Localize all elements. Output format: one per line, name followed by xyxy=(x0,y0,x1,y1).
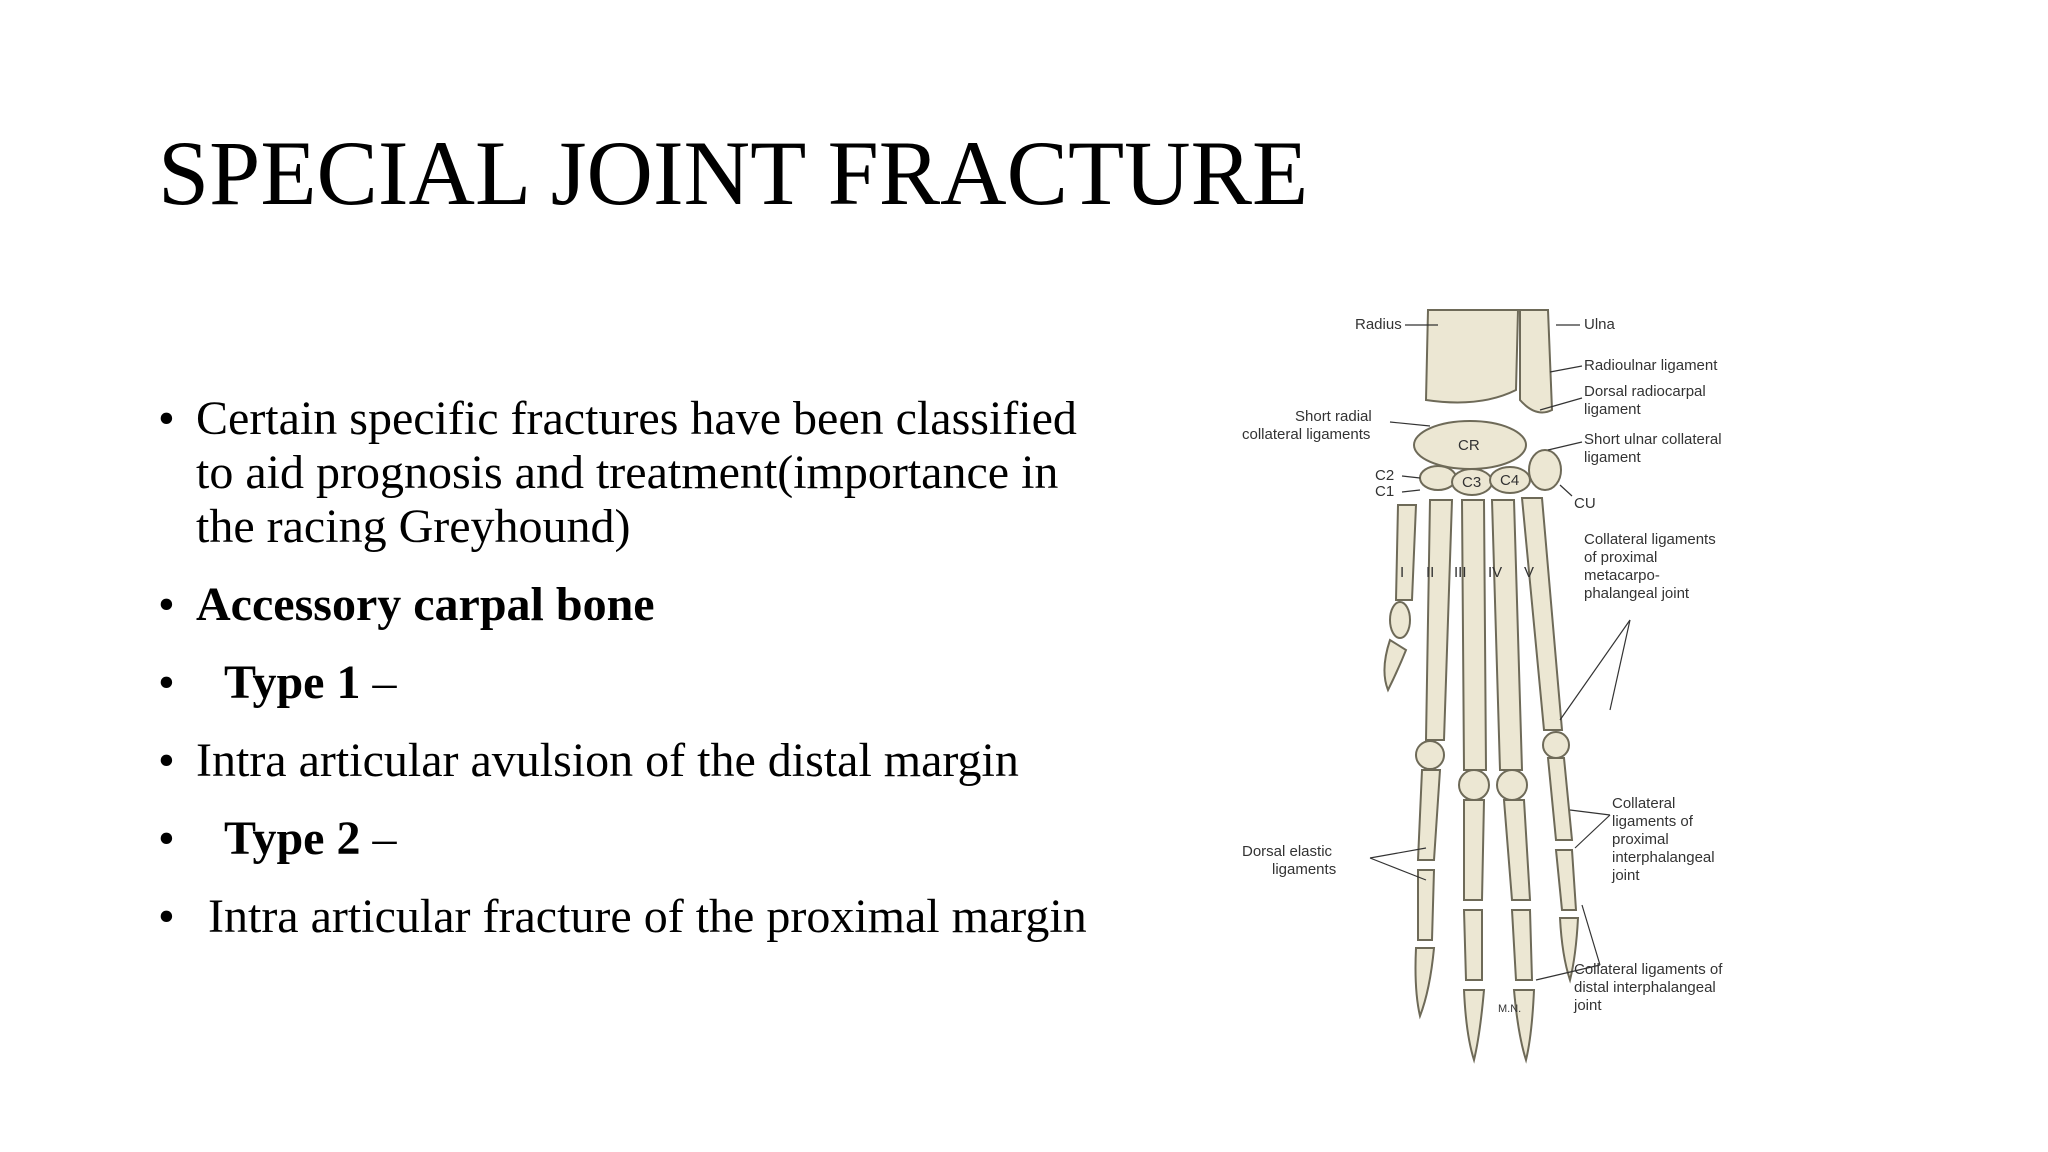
bullet-text: Certain specific fractures have been cla… xyxy=(196,392,1077,553)
dewclaw-phalanx xyxy=(1389,601,1411,639)
bullet-text: Intra articular avulsion of the distal m… xyxy=(196,734,1019,787)
metacarpal-3 xyxy=(1460,499,1488,771)
bullet-item: • Intra articular avulsion of the distal… xyxy=(158,734,1118,788)
label-dorsal-elastic: Dorsal elastic xyxy=(1242,843,1333,860)
label-radius: Radius xyxy=(1355,316,1402,333)
phalanx-5-proximal xyxy=(1546,757,1574,841)
claw-3 xyxy=(1462,989,1486,1064)
carpal-c2 xyxy=(1419,465,1457,491)
label-ulna: Ulna xyxy=(1584,316,1616,333)
slide-title: SPECIAL JOINT FRACTURE xyxy=(158,122,1309,224)
label-collateral-pip: ligaments of xyxy=(1612,813,1694,830)
bullet-text: – xyxy=(360,656,397,709)
label-collateral-pip: interphalangeal xyxy=(1612,849,1715,866)
leader-lines xyxy=(1369,324,1631,981)
label-short-radial: Short radial xyxy=(1295,408,1372,425)
phalanx-5-middle xyxy=(1554,849,1578,911)
figure-labels: Radius Ulna Radioulnar ligament Dorsal r… xyxy=(1242,316,1723,1015)
label-dorsal-radiocarpal: Dorsal radiocarpal xyxy=(1584,383,1706,400)
metacarpal-1 xyxy=(1394,504,1418,601)
label-metacarpal-1: I xyxy=(1400,564,1404,581)
label-c2: C2 xyxy=(1375,467,1394,484)
carpal-cu xyxy=(1528,449,1562,491)
label-radioulnar-ligament: Radioulnar ligament xyxy=(1584,357,1718,374)
radius-bone xyxy=(1424,309,1520,404)
claw-4 xyxy=(1512,989,1536,1064)
bullet-item: • Intra articular fracture of the proxim… xyxy=(158,890,1118,944)
label-collateral-pip: joint xyxy=(1611,867,1640,884)
sesamoid-5 xyxy=(1542,731,1570,759)
phalanx-2-proximal xyxy=(1416,769,1442,861)
label-cr: CR xyxy=(1458,437,1480,454)
dewclaw-claw xyxy=(1383,638,1408,693)
phalanx-3-middle xyxy=(1462,909,1483,981)
label-collateral-dip: Collateral ligaments of xyxy=(1574,961,1723,978)
label-c1: C1 xyxy=(1375,483,1394,500)
label-collateral-dip: joint xyxy=(1573,997,1602,1014)
bullet-symbol: • xyxy=(158,734,175,787)
label-collateral-pip: proximal xyxy=(1612,831,1669,848)
label-short-ulnar: Short ulnar collateral xyxy=(1584,431,1722,448)
bullet-symbol: • xyxy=(158,812,175,865)
phalanx-2-middle xyxy=(1417,869,1436,941)
metacarpal-2 xyxy=(1424,499,1454,741)
metacarpal-4 xyxy=(1490,499,1524,771)
label-cu: CU xyxy=(1574,495,1596,512)
label-collateral-pip: Collateral xyxy=(1612,795,1675,812)
bones xyxy=(1383,309,1580,1064)
phalanx-4-proximal xyxy=(1502,799,1532,901)
paw-anatomy-figure: Radius Ulna Radioulnar ligament Dorsal r… xyxy=(1230,300,1750,1070)
ulna-bone xyxy=(1519,309,1554,414)
bullet-item: • Accessory carpal bone xyxy=(158,578,1118,632)
phalanx-3-proximal xyxy=(1463,799,1486,901)
label-short-radial: collateral ligaments xyxy=(1242,426,1370,443)
claw-5 xyxy=(1558,917,1580,984)
bullet-symbol: • xyxy=(158,392,175,445)
label-metacarpal-4: IV xyxy=(1488,564,1502,581)
label-metacarpal-3: III xyxy=(1454,564,1467,581)
bullet-text: – xyxy=(360,812,397,865)
sesamoid-3 xyxy=(1458,769,1490,801)
label-c3: C3 xyxy=(1462,474,1481,491)
label-c4: C4 xyxy=(1500,472,1519,489)
metacarpal-5 xyxy=(1520,497,1564,731)
bullet-item: • Type 2 – xyxy=(158,812,1118,866)
bullet-strong-text: Type 1 xyxy=(224,656,361,709)
bullet-strong-text: Type 2 xyxy=(224,812,361,865)
claw-2 xyxy=(1414,947,1436,1020)
label-collateral-dip: distal interphalangeal xyxy=(1574,979,1716,996)
label-short-ulnar: ligament xyxy=(1584,449,1642,466)
bullet-symbol: • xyxy=(158,578,175,631)
phalanx-4-middle xyxy=(1510,909,1534,981)
paw-anatomy-illustration: Radius Ulna Radioulnar ligament Dorsal r… xyxy=(1242,309,1723,1064)
bullet-symbol: • xyxy=(158,890,175,943)
label-collateral-mcp: of proximal xyxy=(1584,549,1657,566)
label-collateral-mcp: metacarpo- xyxy=(1584,567,1660,584)
label-collateral-mcp: Collateral ligaments xyxy=(1584,531,1716,548)
bullet-list: • Certain specific fractures have been c… xyxy=(158,392,1118,968)
label-dorsal-radiocarpal: ligament xyxy=(1584,401,1642,418)
label-metacarpal-5: V xyxy=(1524,564,1534,581)
artist-signature: M.N. xyxy=(1498,1003,1521,1015)
bullet-text: Intra articular fracture of the proximal… xyxy=(196,890,1087,943)
bullet-item: • Type 1 – xyxy=(158,656,1118,710)
sesamoid-2 xyxy=(1415,740,1445,770)
label-metacarpal-2: II xyxy=(1426,564,1434,581)
bullet-symbol: • xyxy=(158,656,175,709)
bullet-item: • Certain specific fractures have been c… xyxy=(158,392,1118,554)
label-dorsal-elastic: ligaments xyxy=(1272,861,1336,878)
bullet-text: Accessory carpal bone xyxy=(196,578,655,631)
sesamoid-4 xyxy=(1496,769,1528,801)
label-collateral-mcp: phalangeal joint xyxy=(1584,585,1690,602)
